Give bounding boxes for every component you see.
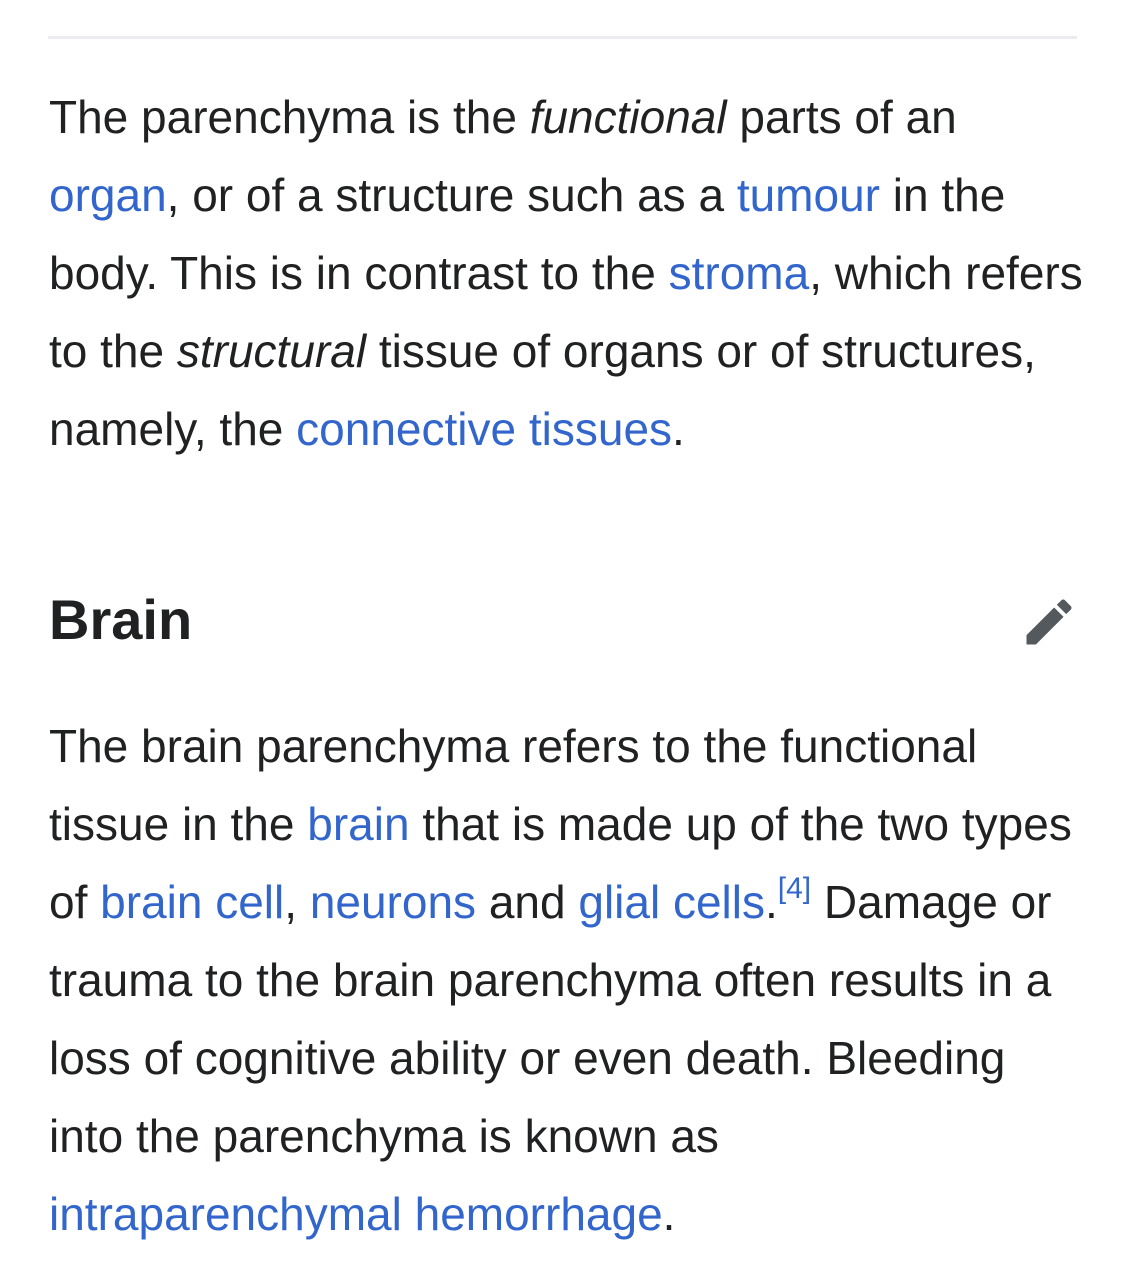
- link-brain-cell[interactable]: brain cell: [100, 876, 285, 928]
- link-stroma[interactable]: stroma: [668, 247, 810, 299]
- text-run: , or of a structure such as a: [166, 169, 737, 221]
- text-run: .: [662, 1188, 676, 1240]
- text-run: tissue of organs or of structures, namel…: [49, 325, 1036, 455]
- text-run: .: [672, 403, 685, 455]
- text-run: The brain parenchyma refers to the funct…: [49, 720, 978, 850]
- brain-section-header: Brain: [49, 580, 1079, 660]
- text-run: .: [765, 876, 778, 928]
- text-run: Damage or trauma to the brain parenchyma…: [49, 876, 1052, 1162]
- edit-section-button[interactable]: [1019, 592, 1079, 652]
- emphasis-functional: functional: [529, 91, 727, 143]
- link-glial-cells[interactable]: glial cells: [578, 876, 765, 928]
- pencil-icon: [1026, 599, 1072, 645]
- link-brain[interactable]: brain: [307, 798, 410, 850]
- text-run: ,: [284, 876, 310, 928]
- text-run: The parenchyma is the: [49, 91, 530, 143]
- emphasis-structural: structural: [176, 325, 367, 377]
- text-run: , which refers to the: [49, 247, 1083, 377]
- text-run: and: [476, 876, 579, 928]
- link-organ[interactable]: organ: [49, 169, 167, 221]
- section-divider: [48, 36, 1077, 39]
- text-run: in the body. This is in contrast to the: [49, 169, 1006, 299]
- link-connective-tissues[interactable]: connective tissues: [296, 403, 673, 455]
- reference-4[interactable]: [4]: [777, 871, 812, 905]
- link-neurons[interactable]: neurons: [309, 876, 477, 928]
- link-tumour[interactable]: tumour: [736, 169, 880, 221]
- section-heading-brain: Brain: [49, 588, 193, 651]
- link-intraparenchymal-hemorrhage[interactable]: intraparenchymal hemorrhage: [49, 1188, 663, 1240]
- intro-paragraph: The parenchyma is the functional parts o…: [49, 78, 1084, 468]
- brain-paragraph: The brain parenchyma refers to the funct…: [49, 707, 1084, 1253]
- text-run: that is made up of the two types of: [49, 798, 1072, 928]
- text-run: parts of an: [726, 91, 957, 143]
